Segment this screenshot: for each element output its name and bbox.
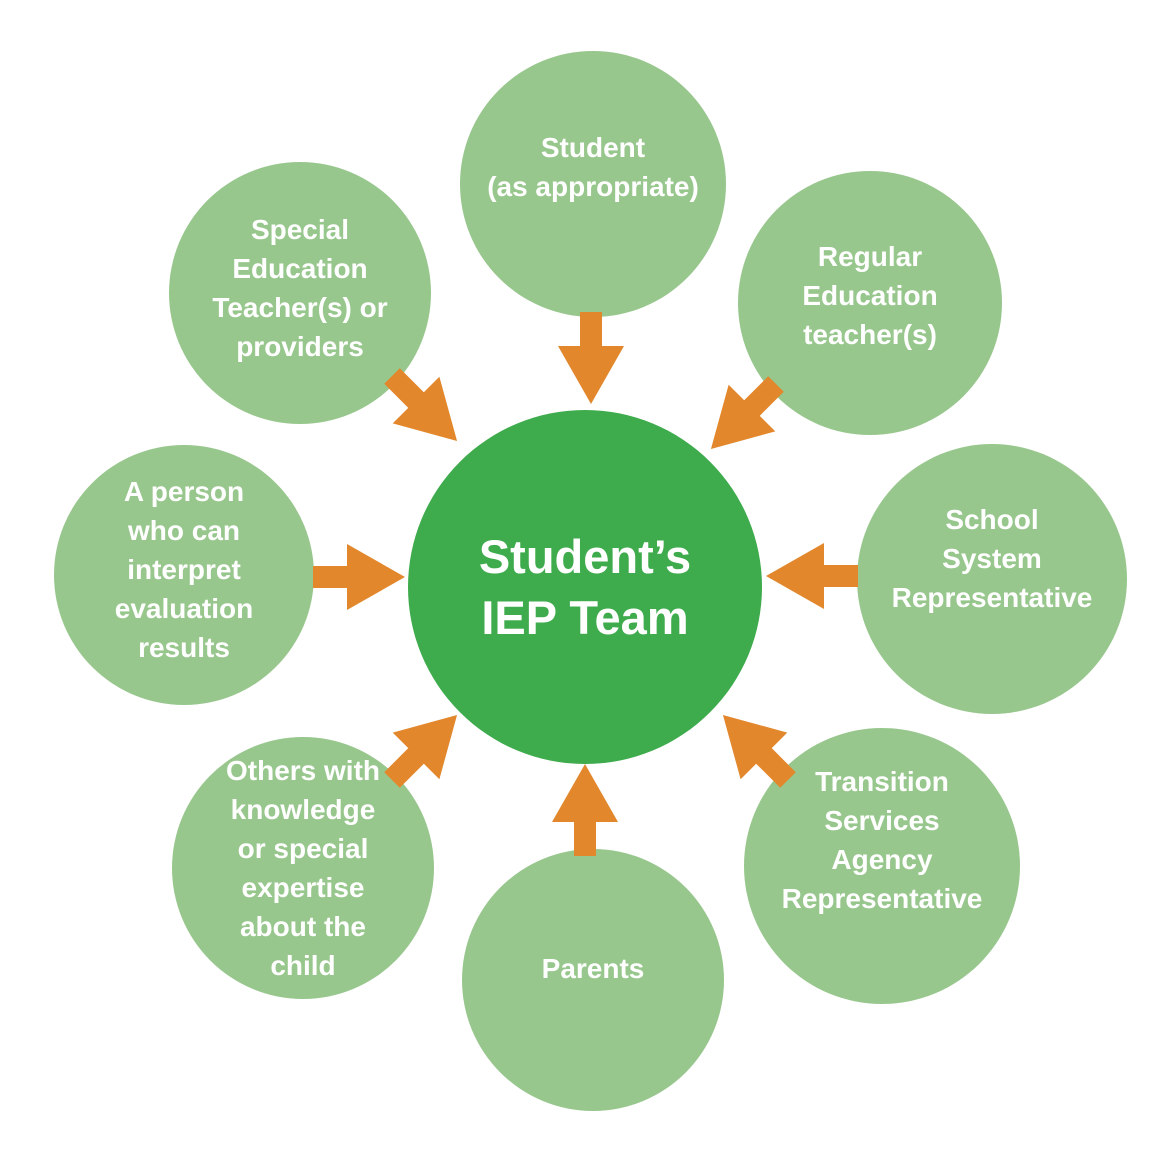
node-regular-education-teachers-label: Regular Education teacher(s) [802, 240, 938, 350]
arrow-from-evaluation-interpreter-icon [313, 544, 405, 610]
node-student: Student (as appropriate) [460, 51, 726, 317]
node-school-system-representative-label: School System Representative [891, 503, 1093, 613]
node-evaluation-interpreter-label: A person who can interpret evaluation re… [114, 475, 254, 663]
node-center-iep-team: Student’s IEP Team [408, 410, 762, 764]
node-transition-services-agency-representative-label: Transition Services Agency Representativ… [781, 766, 983, 914]
arrow-from-school-system-icon [766, 543, 858, 609]
node-parents: Parents [462, 849, 724, 1111]
node-transition-services-agency-representative: Transition Services Agency Representativ… [744, 728, 1020, 1004]
node-evaluation-interpreter: A person who can interpret evaluation re… [54, 445, 314, 705]
node-others-with-knowledge-label: Others with knowledge or special experti… [225, 755, 380, 981]
node-others-with-knowledge: Others with knowledge or special experti… [172, 737, 434, 999]
node-regular-education-teachers: Regular Education teacher(s) [738, 171, 1002, 435]
node-special-education-teachers-label: Special Education Teacher(s) or provider… [212, 214, 388, 362]
node-parents-label: Parents [541, 952, 645, 984]
arrow-from-student-icon [558, 312, 624, 404]
node-center-iep-team-label: Student’s IEP Team [478, 530, 692, 644]
node-school-system-representative: School System Representative [857, 444, 1127, 714]
node-student-label: Student (as appropriate) [487, 132, 699, 202]
node-special-education-teachers: Special Education Teacher(s) or provider… [169, 162, 431, 424]
arrow-from-parents-icon [552, 764, 618, 856]
